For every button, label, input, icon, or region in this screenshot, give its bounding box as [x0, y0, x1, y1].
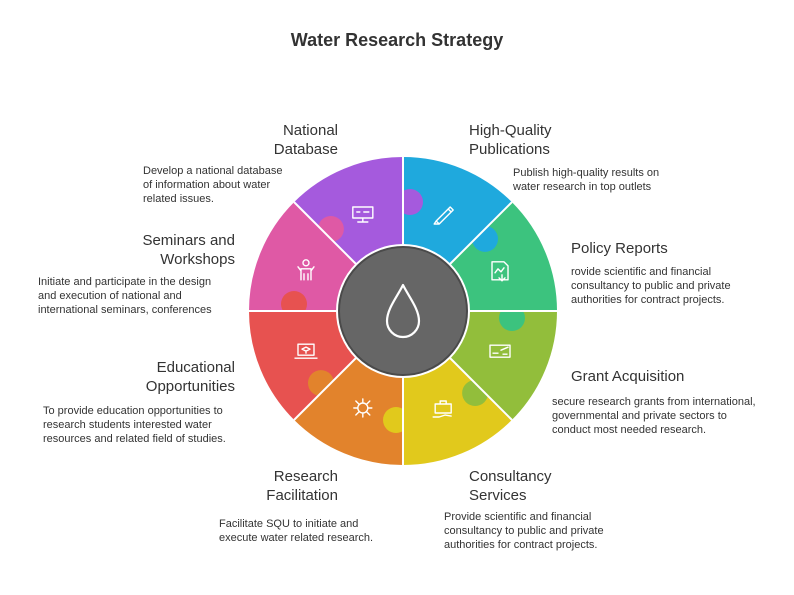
- laptop-graduation-icon: [294, 343, 318, 359]
- puzzle-tab-national-database: [397, 189, 423, 215]
- desc-consultancy-services: Provide scientific and financial consult…: [444, 511, 604, 551]
- report-download-icon: [491, 261, 509, 282]
- segment-grant-acquisition: [448, 311, 557, 420]
- heading-educational-opportunities: Educational Opportunities: [145, 359, 235, 395]
- puzzle-tab-consultancy-services: [383, 407, 409, 433]
- desc-seminars-and-workshops: Initiate and participate in the design a…: [38, 276, 212, 316]
- desc-grant-acquisition: secure research grants from internationa…: [552, 396, 756, 436]
- segment-policy-reports: [448, 202, 557, 311]
- heading-grant-acquisition: Grant Acquisition: [571, 368, 685, 385]
- puzzle-tab-policy-reports: [499, 305, 525, 331]
- puzzle-tab-high-quality-publications: [472, 225, 499, 252]
- desc-high-quality-publications: Publish high-quality results on water re…: [513, 167, 660, 193]
- segment-seam: [447, 201, 513, 267]
- segment-high-quality-publications: [403, 157, 512, 266]
- segment-seam: [447, 355, 513, 421]
- heading-consultancy-services: Consultancy Services: [469, 468, 552, 504]
- presenter-icon: [297, 259, 315, 281]
- segment-seminars-and-workshops: [249, 202, 358, 311]
- cheque-icon: [489, 344, 511, 358]
- heading-seminars-and-workshops: Seminars and Workshops: [142, 232, 235, 268]
- briefcase-hand-icon: [432, 400, 452, 418]
- puzzle-tab-grant-acquisition: [462, 380, 489, 407]
- segment-seam: [293, 355, 359, 421]
- segment-research-facilitation: [294, 356, 403, 465]
- center-circle: [338, 246, 468, 376]
- server-icon: [352, 206, 374, 223]
- desc-educational-opportunities: To provide education opportunities to re…: [43, 405, 226, 445]
- desc-research-facilitation: Facilitate SQU to initiate and execute w…: [219, 518, 374, 544]
- puzzle-tab-research-facilitation: [307, 370, 334, 397]
- segment-consultancy-services: [403, 356, 512, 465]
- desc-national-database: Develop a national database of informati…: [143, 165, 283, 205]
- diagram-title: Water Research Strategy: [290, 30, 504, 50]
- heading-research-facilitation: Research Facilitation: [266, 468, 338, 504]
- pen-icon: [433, 206, 454, 225]
- heading-high-quality-publications: High-Quality Publications: [469, 122, 552, 158]
- heading-national-database: National Database: [273, 122, 338, 158]
- puzzle-tab-educational-opportunities: [281, 291, 307, 317]
- desc-policy-reports: rovide scientific and financial consulta…: [571, 266, 731, 306]
- virus-icon: [353, 398, 373, 418]
- segment-educational-opportunities: [249, 311, 358, 420]
- segment-national-database: [294, 157, 403, 266]
- water-drop-icon: [385, 283, 421, 339]
- puzzle-tab-seminars-and-workshops: [317, 215, 344, 242]
- segment-seam: [293, 201, 359, 267]
- heading-policy-reports: Policy Reports: [571, 240, 668, 257]
